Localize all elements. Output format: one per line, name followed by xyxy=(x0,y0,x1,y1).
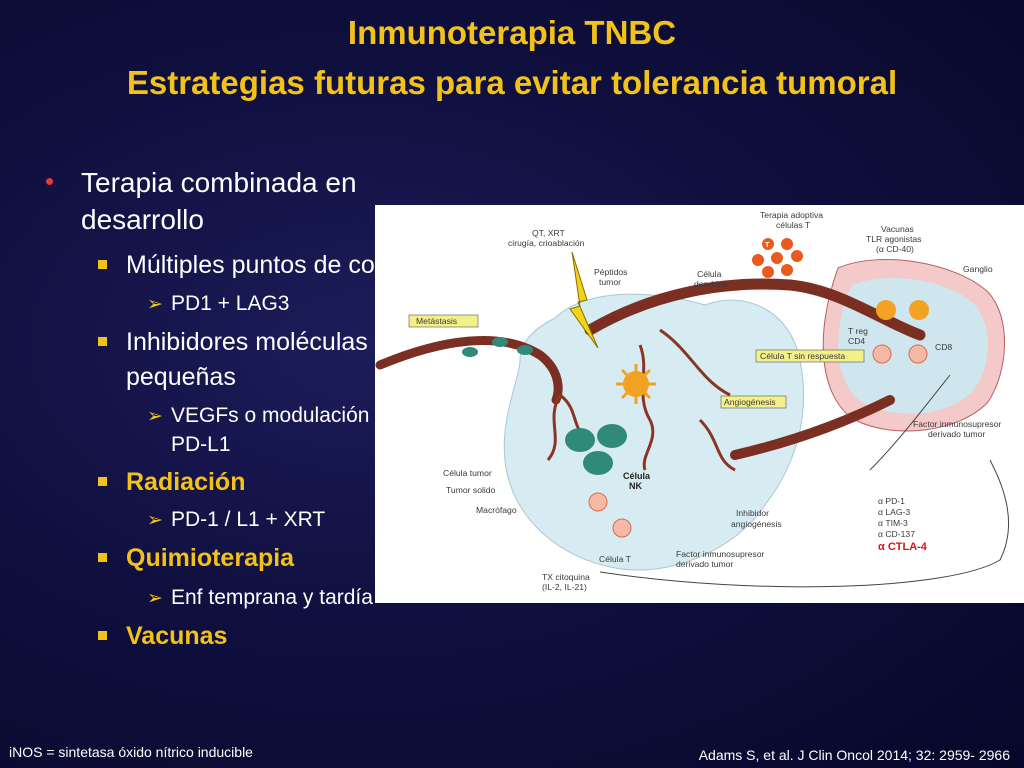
factor-tumor-label-2: derivado tumor xyxy=(676,559,733,569)
arrow-bullet-icon: ➢ xyxy=(147,510,163,531)
peptidos-label-1: Péptidos xyxy=(594,267,627,277)
dendritic-label-1: Célula xyxy=(697,269,722,279)
sub-bullet-text: Quimioterapia xyxy=(126,544,295,572)
celula-t-label: Célula T xyxy=(599,554,632,564)
sub-bullet-inhibidores: Inhibidores moléculas xyxy=(98,326,368,359)
lag3-label: α LAG-3 xyxy=(878,507,910,517)
angiogenesis-box xyxy=(720,395,787,409)
sub-sub-bullet-pd1-l1-xrt: ➢ PD-1 / L1 + XRT xyxy=(147,505,326,534)
t-cell-cluster: T xyxy=(752,238,803,278)
bullet-dot-icon: • xyxy=(45,166,55,196)
footer-note: iNOS = sintetasa óxido nítrico inducible xyxy=(9,744,253,760)
bullet-terapia-combinada-cont: desarrollo xyxy=(81,204,204,235)
tx-label-2: (IL-2, IL-21) xyxy=(542,582,587,592)
dendritic-label-2: dendrica xyxy=(694,279,727,289)
cd137-label: α CD-137 xyxy=(878,529,915,539)
qt-xrt-label-2: cirugía, crioablación xyxy=(508,238,585,248)
sub-bullet-quimioterapia: Quimioterapia xyxy=(98,542,295,575)
bullet-text: Terapia combinada en xyxy=(81,167,357,198)
square-bullet-icon xyxy=(98,260,107,269)
square-bullet-icon xyxy=(98,337,107,346)
sub-sub-bullet-vegf-cont: PD-L1 xyxy=(171,433,231,456)
tumor-cells xyxy=(462,337,627,475)
slide-title-line2: Estrategias futuras para evitar toleranc… xyxy=(126,64,898,101)
t-label: T xyxy=(765,242,770,249)
tim3-label: α TIM-3 xyxy=(878,518,908,528)
vacunas-label-2: TLR agonistas xyxy=(866,234,921,244)
sub-sub-bullet-pd1-lag3: ➢ PD1 + LAG3 xyxy=(147,289,290,318)
ganglion-cells xyxy=(872,300,929,364)
cd8-label: CD8 xyxy=(935,342,952,352)
sin-respuesta-label: Célula T sin respuesta xyxy=(760,351,845,361)
vacunas-label-3: (α CD-40) xyxy=(876,244,914,254)
bullet-terapia-combinada: • Terapia combinada en xyxy=(45,166,357,200)
tx-return-arrow xyxy=(599,459,1009,588)
pd1-label: α PD-1 xyxy=(878,496,905,506)
sub-sub-bullet-text: Enf temprana y tardía xyxy=(171,586,373,609)
peptidos-label-2: tumor xyxy=(599,277,621,287)
checkpoint-arrow xyxy=(869,374,951,471)
sub-bullet-inhibidores-cont: pequeñas xyxy=(126,363,236,391)
slide-title-line1: Inmunoterapia TNBC xyxy=(347,14,677,51)
treg-label-1: T reg xyxy=(848,326,868,336)
treg-label-2: CD4 xyxy=(848,336,865,346)
square-bullet-icon xyxy=(98,553,107,562)
lightning-bolt-icon xyxy=(569,251,599,349)
square-bullet-icon xyxy=(98,631,107,640)
qt-xrt-label-1: QT, XRT xyxy=(532,228,566,238)
sin-respuesta-box xyxy=(755,349,865,363)
terapia-label-2: células T xyxy=(776,220,811,230)
dendritic-cell-icon xyxy=(616,364,656,404)
macrofago-label: Macrófago xyxy=(476,505,517,515)
sub-sub-bullet-text: PD1 + LAG3 xyxy=(171,292,290,315)
square-bullet-icon xyxy=(98,477,107,486)
footer-reference: Adams S, et al. J Clin Oncol 2014; 32: 2… xyxy=(698,747,1010,763)
factor-ganglio-label-1: Factor inmunosupresor xyxy=(913,419,1002,429)
sub-sub-bullet-text: PD-1 / L1 + XRT xyxy=(171,508,326,531)
vacunas-label-1: Vacunas xyxy=(881,224,914,234)
tx-label-1: TX citoquina xyxy=(542,572,590,582)
sub-bullet-text: Inhibidores moléculas xyxy=(126,328,368,356)
celula-nk-label-1: Célula xyxy=(623,471,651,481)
metastasis-label: Metástasis xyxy=(416,316,457,326)
factor-tumor-label-1: Factor inmunosupresor xyxy=(676,549,765,559)
celula-tumor-label: Célula tumor xyxy=(443,468,492,478)
sub-bullet-text: Múltiples puntos de control xyxy=(126,251,424,279)
sub-bullet-multiples: Múltiples puntos de control xyxy=(98,249,424,282)
sub-bullet-radiacion: Radiación xyxy=(98,466,246,499)
arrow-bullet-icon: ➢ xyxy=(147,294,163,315)
sub-sub-bullet-enf: ➢ Enf temprana y tardía xyxy=(147,583,373,612)
inhibidor-label-1: Inhibidor xyxy=(736,508,769,518)
sub-bullet-text: Vacunas xyxy=(126,622,228,650)
nk-cell-icon xyxy=(588,492,632,538)
factor-ganglio-label-2: derivado tumor xyxy=(928,429,985,439)
arrow-bullet-icon: ➢ xyxy=(147,406,163,427)
tumor-solido-label: Tumor solido xyxy=(446,485,496,495)
ganglio-label: Ganglio xyxy=(963,264,993,274)
arrow-bullet-icon: ➢ xyxy=(147,588,163,609)
terapia-label-1: Terapia adoptiva xyxy=(760,210,823,220)
sub-bullet-vacunas: Vacunas xyxy=(98,620,228,653)
sub-bullet-text: Radiación xyxy=(126,468,246,496)
ctla4-label: α CTLA-4 xyxy=(878,541,928,553)
inhibidor-label-2: angiogénesis xyxy=(731,519,782,529)
celula-nk-label-2: NK xyxy=(629,481,642,491)
angiogenesis-label: Angiogénesis xyxy=(724,397,776,407)
metastasis-box xyxy=(408,314,479,328)
tumor-immunology-diagram: T Metástasis Célula T sin respuesta Angi… xyxy=(375,205,1024,603)
